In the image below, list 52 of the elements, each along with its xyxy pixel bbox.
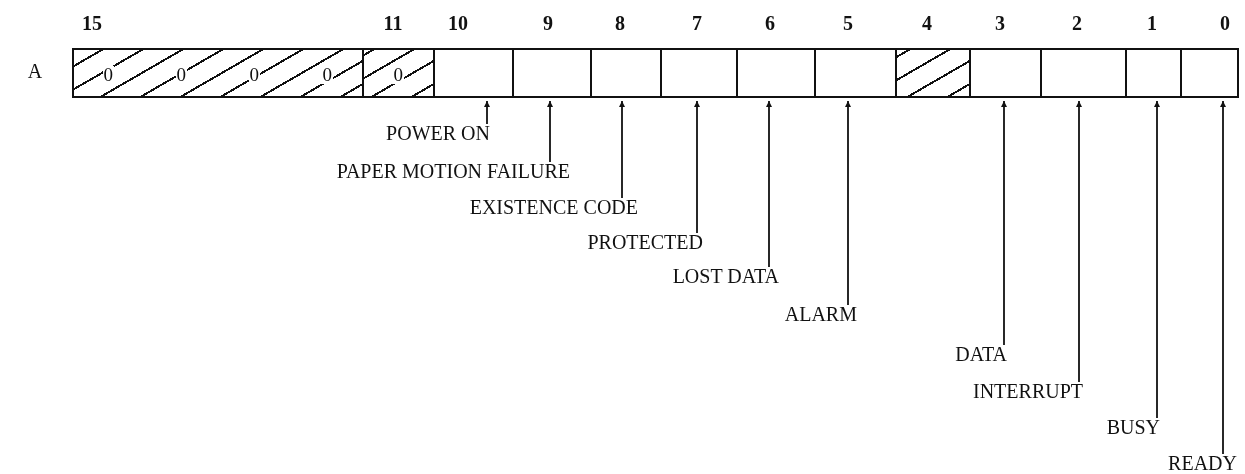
arrow — [547, 100, 553, 163]
bit-number: 8 — [615, 12, 625, 34]
arrow — [1220, 100, 1226, 455]
bit-value: 0 — [248, 66, 260, 84]
bit-number: 9 — [543, 12, 553, 34]
bit-field — [1125, 48, 1182, 98]
signal-label: POWER ON — [386, 122, 490, 144]
signal-label: LOST DATA — [672, 265, 779, 287]
bit-number: 4 — [922, 12, 932, 34]
bit-value: 0 — [392, 66, 404, 84]
signal-label: DATA — [955, 343, 1007, 365]
bit-number: 5 — [843, 12, 853, 34]
bit-number: 6 — [765, 12, 775, 34]
bit-number: 10 — [448, 12, 468, 34]
arrow — [484, 100, 490, 125]
signal-label: PAPER MOTION FAILURE — [336, 160, 570, 182]
bit-field — [433, 48, 514, 98]
signal-label: ALARM — [784, 303, 857, 325]
arrow — [1076, 100, 1082, 383]
signal-label: READY — [1168, 452, 1237, 474]
bit-field — [814, 48, 897, 98]
signal-label: EXISTENCE CODE — [469, 196, 638, 218]
bit-number: 15 — [82, 12, 102, 34]
bit-field — [736, 48, 816, 98]
bit-number: 1 — [1147, 12, 1157, 34]
reserved-bit-field — [72, 48, 364, 98]
bit-number: 3 — [995, 12, 1005, 34]
arrow — [619, 100, 625, 199]
bit-number: 11 — [383, 12, 403, 34]
arrow — [694, 100, 700, 234]
arrow — [1154, 100, 1160, 419]
bit-number: 7 — [692, 12, 702, 34]
signal-label: INTERRUPT — [973, 380, 1083, 402]
bit-number: 2 — [1072, 12, 1082, 34]
reserved-bit-field — [895, 48, 971, 98]
bit-field — [1180, 48, 1239, 98]
bit-number: 0 — [1220, 12, 1230, 34]
bit-value: 0 — [175, 66, 187, 84]
bit-field — [512, 48, 592, 98]
reserved-bit-field — [362, 48, 435, 98]
register-name: A — [27, 60, 43, 82]
bit-field — [590, 48, 662, 98]
bit-value: 0 — [321, 66, 333, 84]
bit-field — [660, 48, 738, 98]
bit-field — [1040, 48, 1127, 98]
arrow — [766, 100, 772, 268]
arrow — [1001, 100, 1007, 346]
arrow — [845, 100, 851, 306]
bit-value: 0 — [102, 66, 114, 84]
signal-label: PROTECTED — [587, 231, 703, 253]
signal-label: BUSY — [1106, 416, 1160, 438]
bit-field — [969, 48, 1042, 98]
